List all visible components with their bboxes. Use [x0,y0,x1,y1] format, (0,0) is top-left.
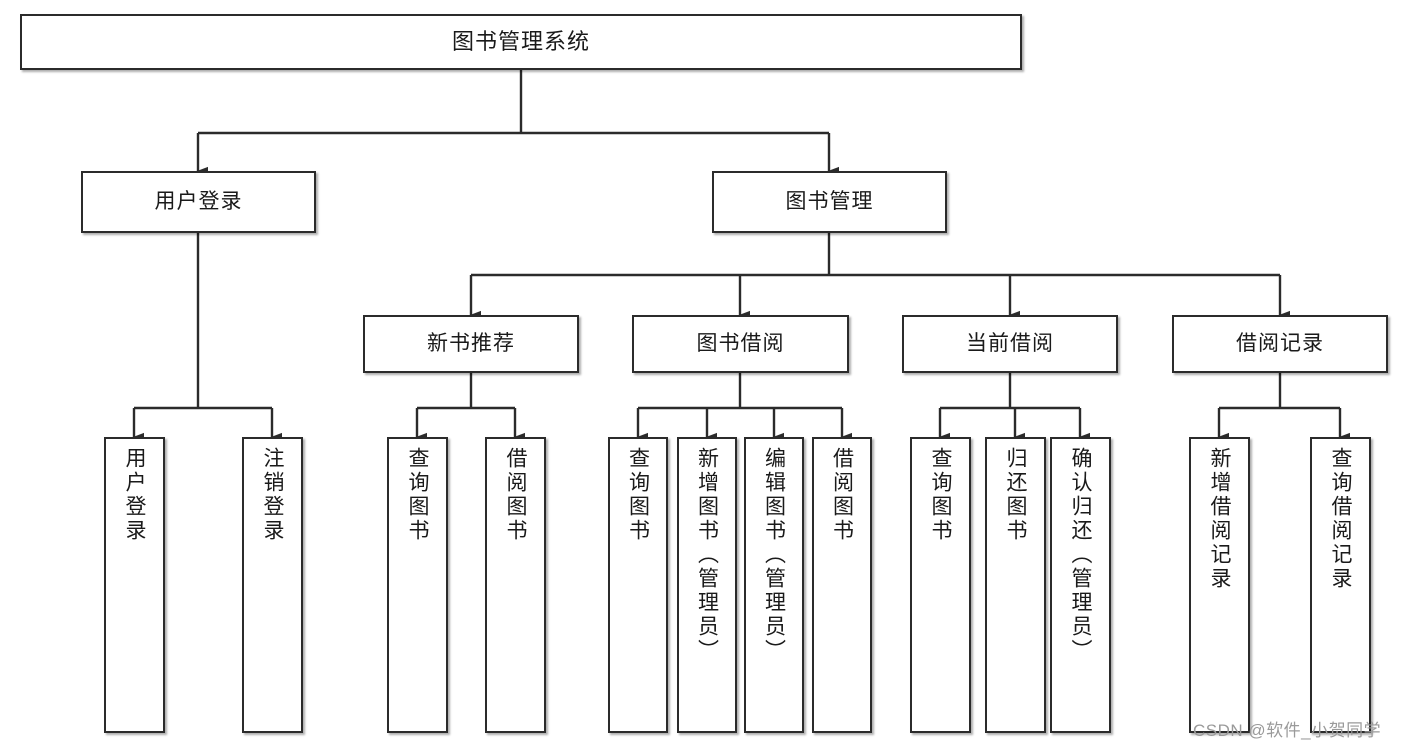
node-leaf-confirm-return-admin[interactable]: 确认归还（管理员） [1050,437,1111,733]
node-leaf-add-book-admin[interactable]: 新增图书（管理员） [677,437,737,733]
csdn-watermark: CSDN @软件_小贺同学 [1193,721,1382,740]
node-leaf-borrow-book[interactable]: 借阅图书 [812,437,872,733]
node-leaf-return-book-label: 归还图书 [1004,447,1027,543]
node-leaf-confirm-return-admin-label: 确认归还（管理员） [1069,447,1092,663]
node-borrow-record[interactable]: 借阅记录 [1172,315,1388,373]
node-book-borrow-label: 图书借阅 [696,332,785,356]
node-leaf-edit-book-admin-label: 编辑图书（管理员） [762,447,786,663]
node-leaf-query-borrow-record[interactable]: 查询借阅记录 [1310,437,1371,733]
node-leaf-borrow-book-label: 借阅图书 [830,447,854,543]
node-leaf-query-borrow-record-label: 查询借阅记录 [1329,447,1352,591]
node-new-book-recommend-label: 新书推荐 [427,332,515,356]
node-book-management-label: 图书管理 [785,190,874,214]
node-root-label: 图书管理系统 [451,28,590,54]
node-leaf-add-book-admin-label: 新增图书（管理员） [695,447,719,663]
edges [132,70,1350,442]
node-leaf-borrow-book-rec-label: 借阅图书 [504,447,527,543]
node-leaf-add-borrow-record-label: 新增借阅记录 [1208,447,1231,591]
node-book-management[interactable]: 图书管理 [712,171,947,233]
node-leaf-query-book-borrow[interactable]: 查询图书 [608,437,668,733]
node-leaf-query-book-rec-label: 查询图书 [406,447,429,543]
node-leaf-query-book-rec[interactable]: 查询图书 [387,437,448,733]
node-leaf-logout-login-label: 注销登录 [261,447,284,543]
node-leaf-add-borrow-record[interactable]: 新增借阅记录 [1189,437,1250,733]
node-current-borrow[interactable]: 当前借阅 [902,315,1118,373]
node-leaf-query-book-borrow-label: 查询图书 [626,447,650,543]
node-leaf-user-login[interactable]: 用户登录 [104,437,165,733]
node-leaf-query-book-current[interactable]: 查询图书 [910,437,971,733]
node-leaf-borrow-book-rec[interactable]: 借阅图书 [485,437,546,733]
node-leaf-query-book-current-label: 查询图书 [929,447,952,543]
node-new-book-recommend[interactable]: 新书推荐 [363,315,579,373]
node-leaf-logout-login[interactable]: 注销登录 [242,437,303,733]
node-book-borrow[interactable]: 图书借阅 [632,315,849,373]
node-root[interactable]: 图书管理系统 [20,14,1022,70]
node-user-login-label: 用户登录 [154,190,243,214]
node-leaf-user-login-label: 用户登录 [123,447,146,543]
node-leaf-edit-book-admin[interactable]: 编辑图书（管理员） [744,437,804,733]
node-leaf-return-book[interactable]: 归还图书 [985,437,1046,733]
node-user-login[interactable]: 用户登录 [81,171,316,233]
node-current-borrow-label: 当前借阅 [966,332,1054,356]
node-borrow-record-label: 借阅记录 [1236,332,1324,356]
